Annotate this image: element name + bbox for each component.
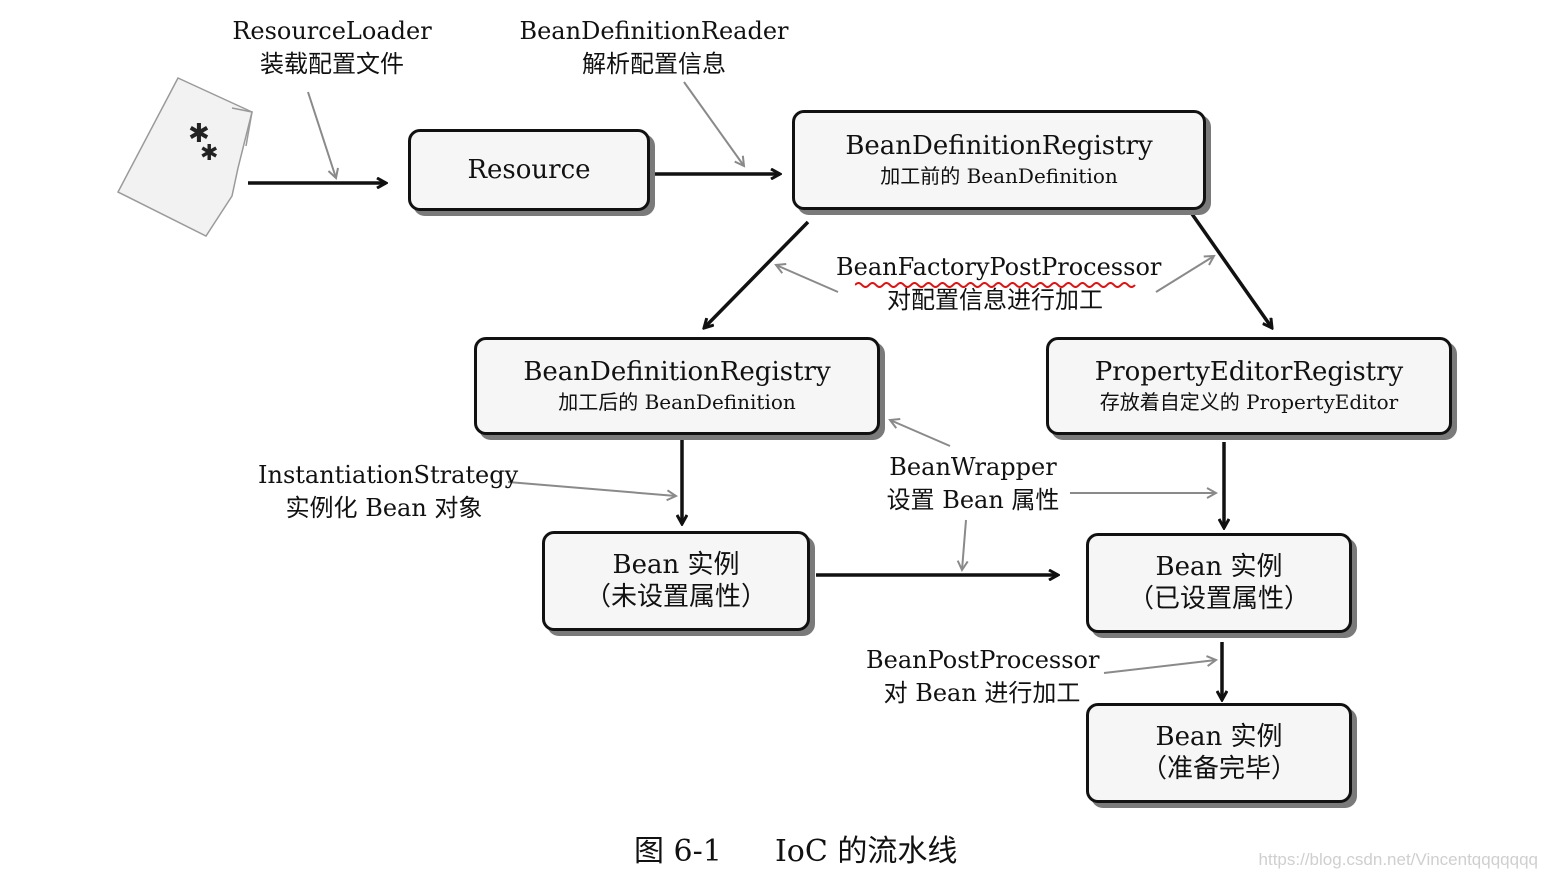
bean-unset-subtitle: （未设置属性） [584,582,767,612]
pointer-bean-wrapper-up [890,420,951,447]
arrow-registry-to-property-editor [1190,212,1272,328]
pointer-bean-definition-reader [683,81,744,166]
registry-before-title: BeanDefinitionRegistry [845,131,1153,161]
instantiation-strategy-desc: 实例化 Bean 对象 [285,494,483,522]
bean-post-processor-name: BeanPostProcessor [866,646,1100,674]
bean-unset-title: Bean 实例 [612,550,740,580]
pointer-bean-wrapper-down [962,519,966,570]
bean-definition-reader-name: BeanDefinitionReader [519,17,789,45]
resource-loader-annotation: ResourceLoader 装载配置文件 [222,15,442,81]
bean-ready-subtitle: （准备完毕） [1140,754,1297,784]
registry-before-subtitle: 加工前的 BeanDefinition [880,164,1118,188]
bean-set-title: Bean 实例 [1155,552,1283,582]
bean-set-node: Bean 实例 （已设置属性） [1086,533,1352,633]
svg-text:✱: ✱ [200,141,218,166]
pointer-bfpp-right [1155,256,1214,293]
instantiation-strategy-annotation: InstantiationStrategy 实例化 Bean 对象 [258,459,519,525]
resource-loader-name: ResourceLoader [232,17,432,45]
arrow-registry-to-registry-after [704,220,810,328]
figure-caption: 图 6-1 IoC 的流水线 [634,826,957,870]
watermark: https://blog.csdn.net/Vincentqqqqqqq [1258,850,1538,869]
bean-definition-reader-annotation: BeanDefinitionReader 解析配置信息 [518,15,790,81]
pointer-resource-loader [307,91,336,178]
bean-post-processor-desc: 对 Bean 进行加工 [883,679,1081,707]
bean-factory-post-processor-desc: 对配置信息进行加工 [887,286,1103,314]
instantiation-strategy-name: InstantiationStrategy [258,461,519,489]
bean-post-processor-annotation: BeanPostProcessor 对 Bean 进行加工 [866,644,1100,710]
svg-text:✱: ✱ [188,119,210,149]
spellcheck-underline [855,282,1136,288]
registry-after-title: BeanDefinitionRegistry [523,357,831,387]
bean-definition-reader-desc: 解析配置信息 [582,50,726,78]
registry-before-node: BeanDefinitionRegistry 加工前的 BeanDefiniti… [792,110,1206,210]
registry-after-subtitle: 加工后的 BeanDefinition [558,390,796,414]
bean-set-subtitle: （已设置属性） [1127,584,1310,614]
bean-ready-node: Bean 实例 （准备完毕） [1086,703,1352,803]
pointer-bean-post-processor [1103,660,1216,674]
registry-after-node: BeanDefinitionRegistry 加工后的 BeanDefiniti… [474,337,880,435]
property-editor-registry-subtitle: 存放着自定义的 PropertyEditor [1099,390,1399,414]
property-editor-registry-node: PropertyEditorRegistry 存放着自定义的 PropertyE… [1046,337,1452,435]
bean-unset-node: Bean 实例 （未设置属性） [542,531,810,631]
bean-factory-post-processor-annotation: BeanFactoryPostProcessor 对配置信息进行加工 [836,251,1162,317]
bean-factory-post-processor-name: BeanFactoryPostProcessor [836,253,1162,281]
resource-title: Resource [467,155,591,185]
resource-loader-desc: 装载配置文件 [260,50,404,78]
bean-wrapper-name: BeanWrapper [889,453,1057,481]
figure-title: IoC 的流水线 [774,834,958,869]
bean-ready-title: Bean 实例 [1155,722,1283,752]
bean-wrapper-desc: 设置 Bean 属性 [886,486,1060,514]
pointer-instantiation-strategy [507,481,676,496]
resource-node: Resource [408,129,650,211]
pointer-bfpp-left [776,265,839,293]
figure-number: 图 6-1 [634,834,722,869]
config-file-icon: ✱ ✱ [116,77,253,237]
property-editor-registry-title: PropertyEditorRegistry [1094,357,1404,387]
bean-wrapper-annotation: BeanWrapper 设置 Bean 属性 [872,451,1074,517]
